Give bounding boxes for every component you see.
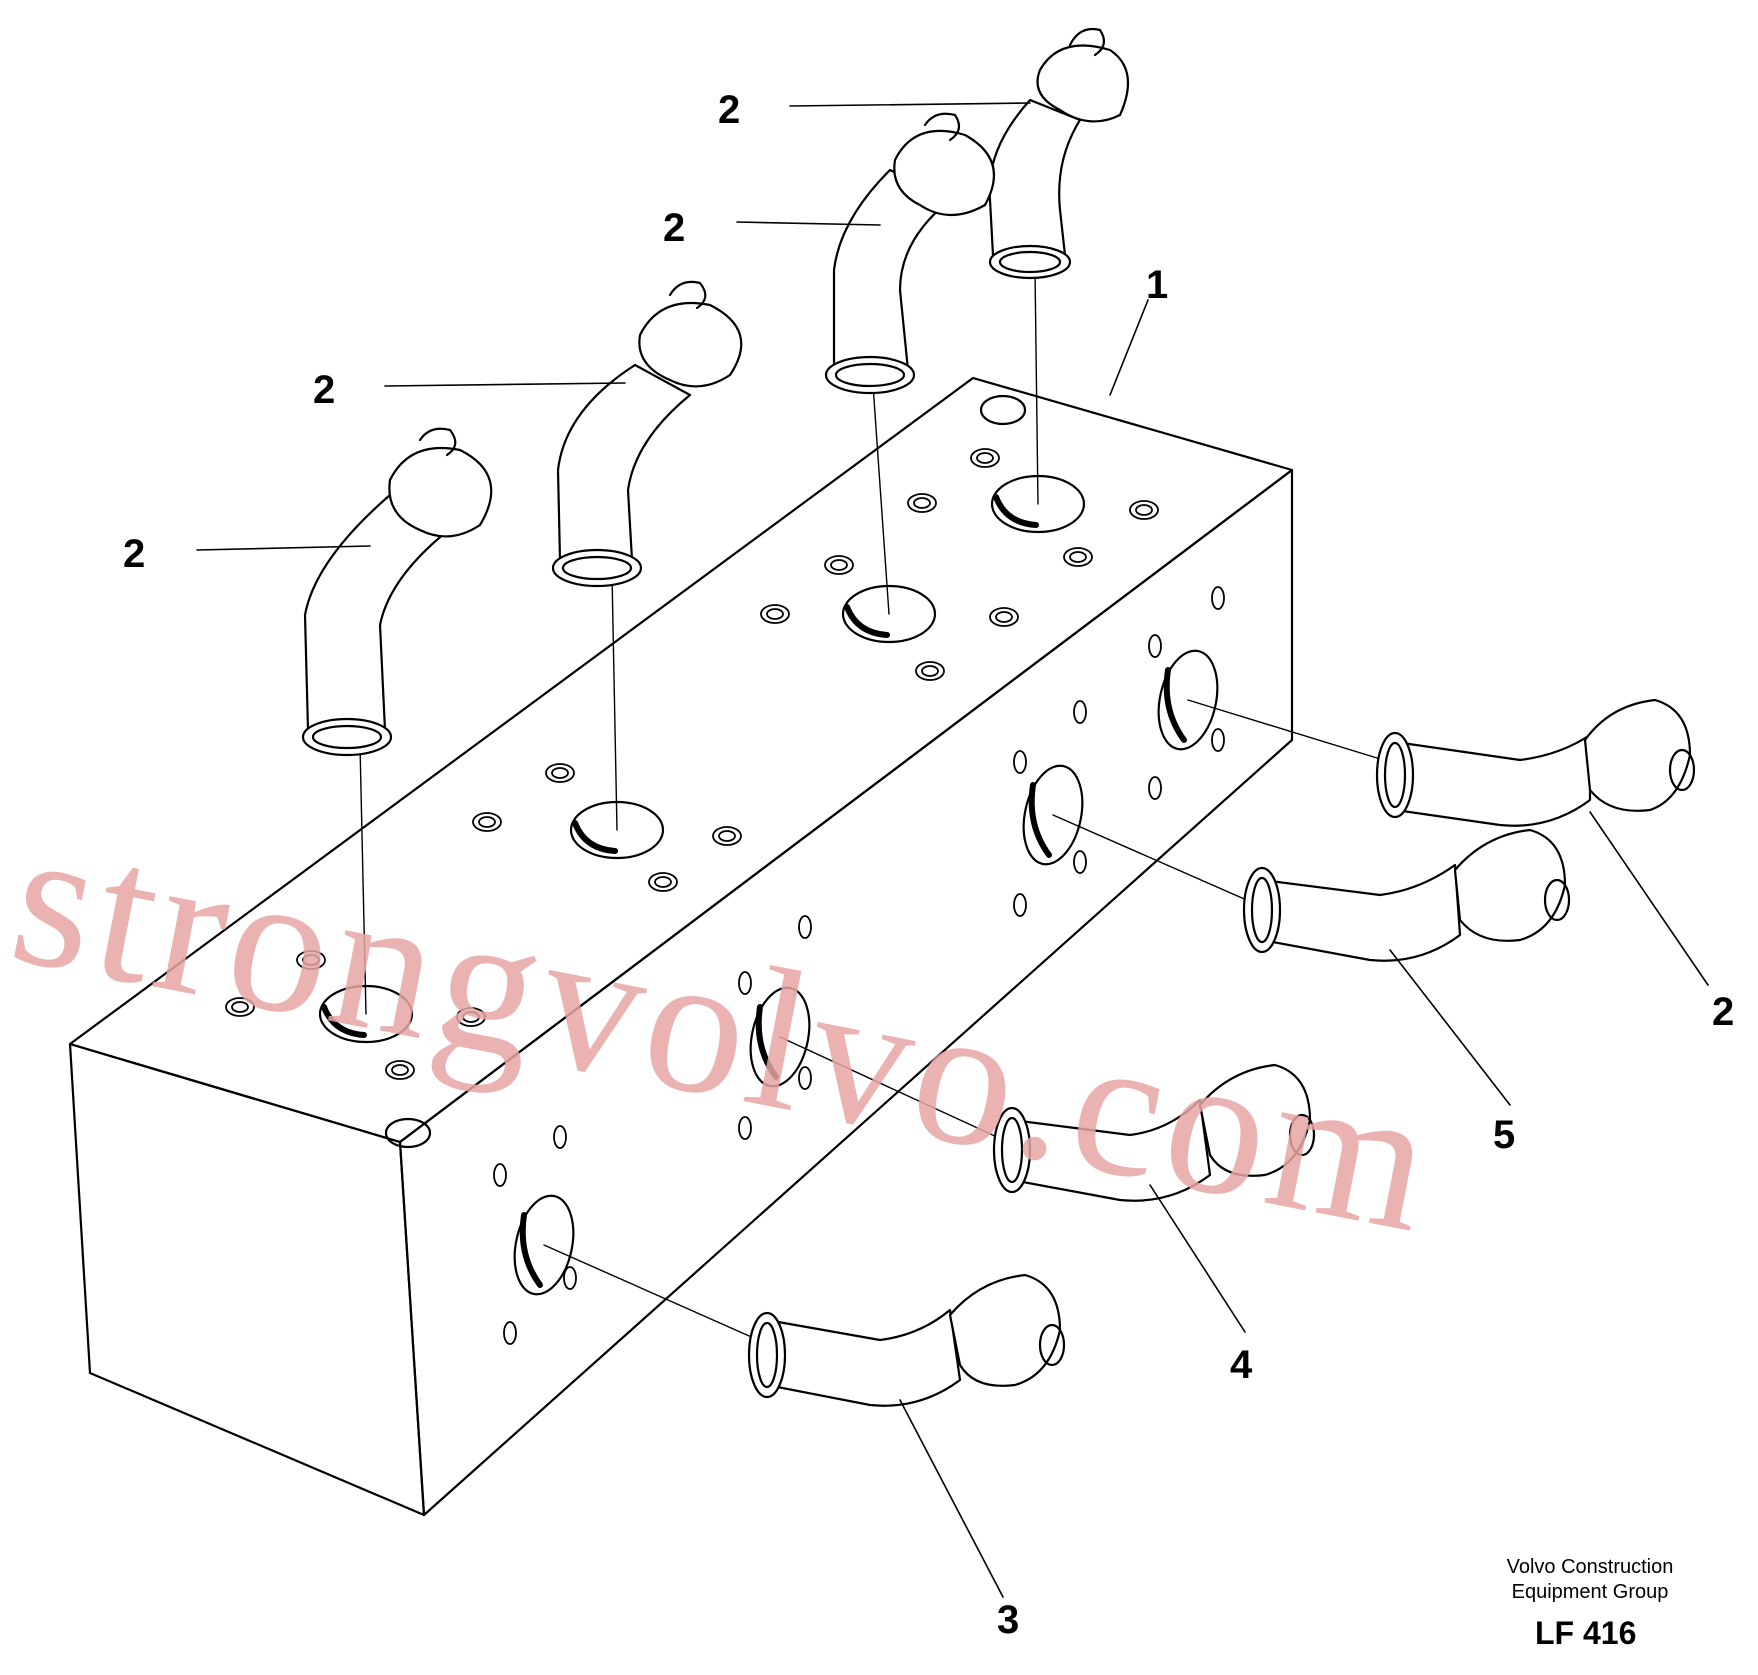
publisher-line-2: Equipment Group	[1511, 1581, 1669, 1603]
figure-code: LF 416	[1535, 1615, 1637, 1651]
top-face-holes	[225, 394, 1159, 1149]
plug-hole	[384, 1117, 432, 1149]
callout-3: 3	[997, 1598, 1020, 1642]
callout-4: 4	[1230, 1343, 1253, 1387]
top-elbows	[301, 27, 1130, 1015]
publisher-label: Volvo Construction Equipment Group	[1470, 1555, 1710, 1605]
side-elbow-fitting	[747, 1273, 1066, 1407]
side-port	[749, 986, 811, 1088]
callout-2: 2	[123, 532, 146, 576]
side-port	[513, 1194, 575, 1296]
bolt-holes	[225, 448, 1159, 1080]
callout-1: 1	[1146, 263, 1169, 307]
side-port	[1022, 764, 1084, 866]
callout-2: 2	[1712, 990, 1735, 1034]
side-face-ports	[493, 586, 1225, 1345]
side-port	[1157, 649, 1219, 751]
callout-5: 5	[1493, 1113, 1516, 1157]
plug-hole	[979, 394, 1027, 426]
elbow-fitting	[988, 27, 1130, 280]
side-bolt-holes	[493, 586, 1225, 1345]
valve-block	[68, 376, 1294, 1517]
elbow-fitting	[301, 427, 493, 757]
elbow-fitting	[824, 112, 995, 395]
publisher-line-1: Volvo Construction	[1506, 1556, 1674, 1578]
callout-2: 2	[313, 368, 336, 412]
side-elbows	[543, 698, 1696, 1407]
block-right-face	[398, 468, 1294, 1517]
port-hole	[841, 584, 937, 644]
callout-2: 2	[663, 206, 686, 250]
elbow-fitting	[551, 280, 743, 588]
block-left-face	[68, 1042, 426, 1517]
leader-lines	[196, 102, 1709, 1598]
side-elbow-fitting	[1375, 698, 1696, 827]
callout-2: 2	[718, 88, 741, 132]
side-elbow-fitting	[1242, 828, 1571, 962]
side-elbow-fitting	[992, 1063, 1316, 1202]
